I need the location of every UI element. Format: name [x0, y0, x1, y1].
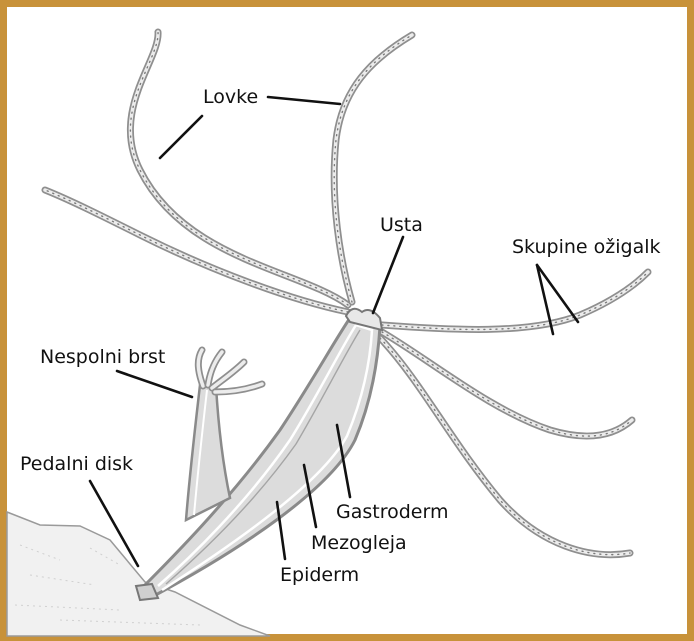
- label-asexual-bud: Nespolni brst: [40, 346, 165, 368]
- tentacle: [130, 32, 348, 305]
- label-pedal-disc: Pedalni disk: [20, 453, 133, 475]
- tentacle: [382, 272, 648, 329]
- label-tentacles: Lovke: [203, 86, 258, 108]
- tentacle: [45, 190, 348, 312]
- label-mesoglea: Mezogleja: [311, 532, 407, 554]
- label-mouth: Usta: [380, 214, 423, 236]
- label-nematocyst-clusters: Skupine ožigalk: [512, 236, 661, 258]
- hydra-body: [136, 309, 382, 600]
- leader-usta: [373, 237, 403, 313]
- leader-lovke-right: [268, 97, 340, 104]
- bud-tentacle: [215, 384, 262, 392]
- label-gastrodermis: Gastroderm: [336, 501, 448, 523]
- tentacle: [334, 35, 412, 302]
- leader-brst: [117, 371, 192, 397]
- bud-tentacle: [198, 350, 203, 386]
- leader-lovke-left: [160, 116, 202, 158]
- label-epidermis: Epiderm: [280, 564, 359, 586]
